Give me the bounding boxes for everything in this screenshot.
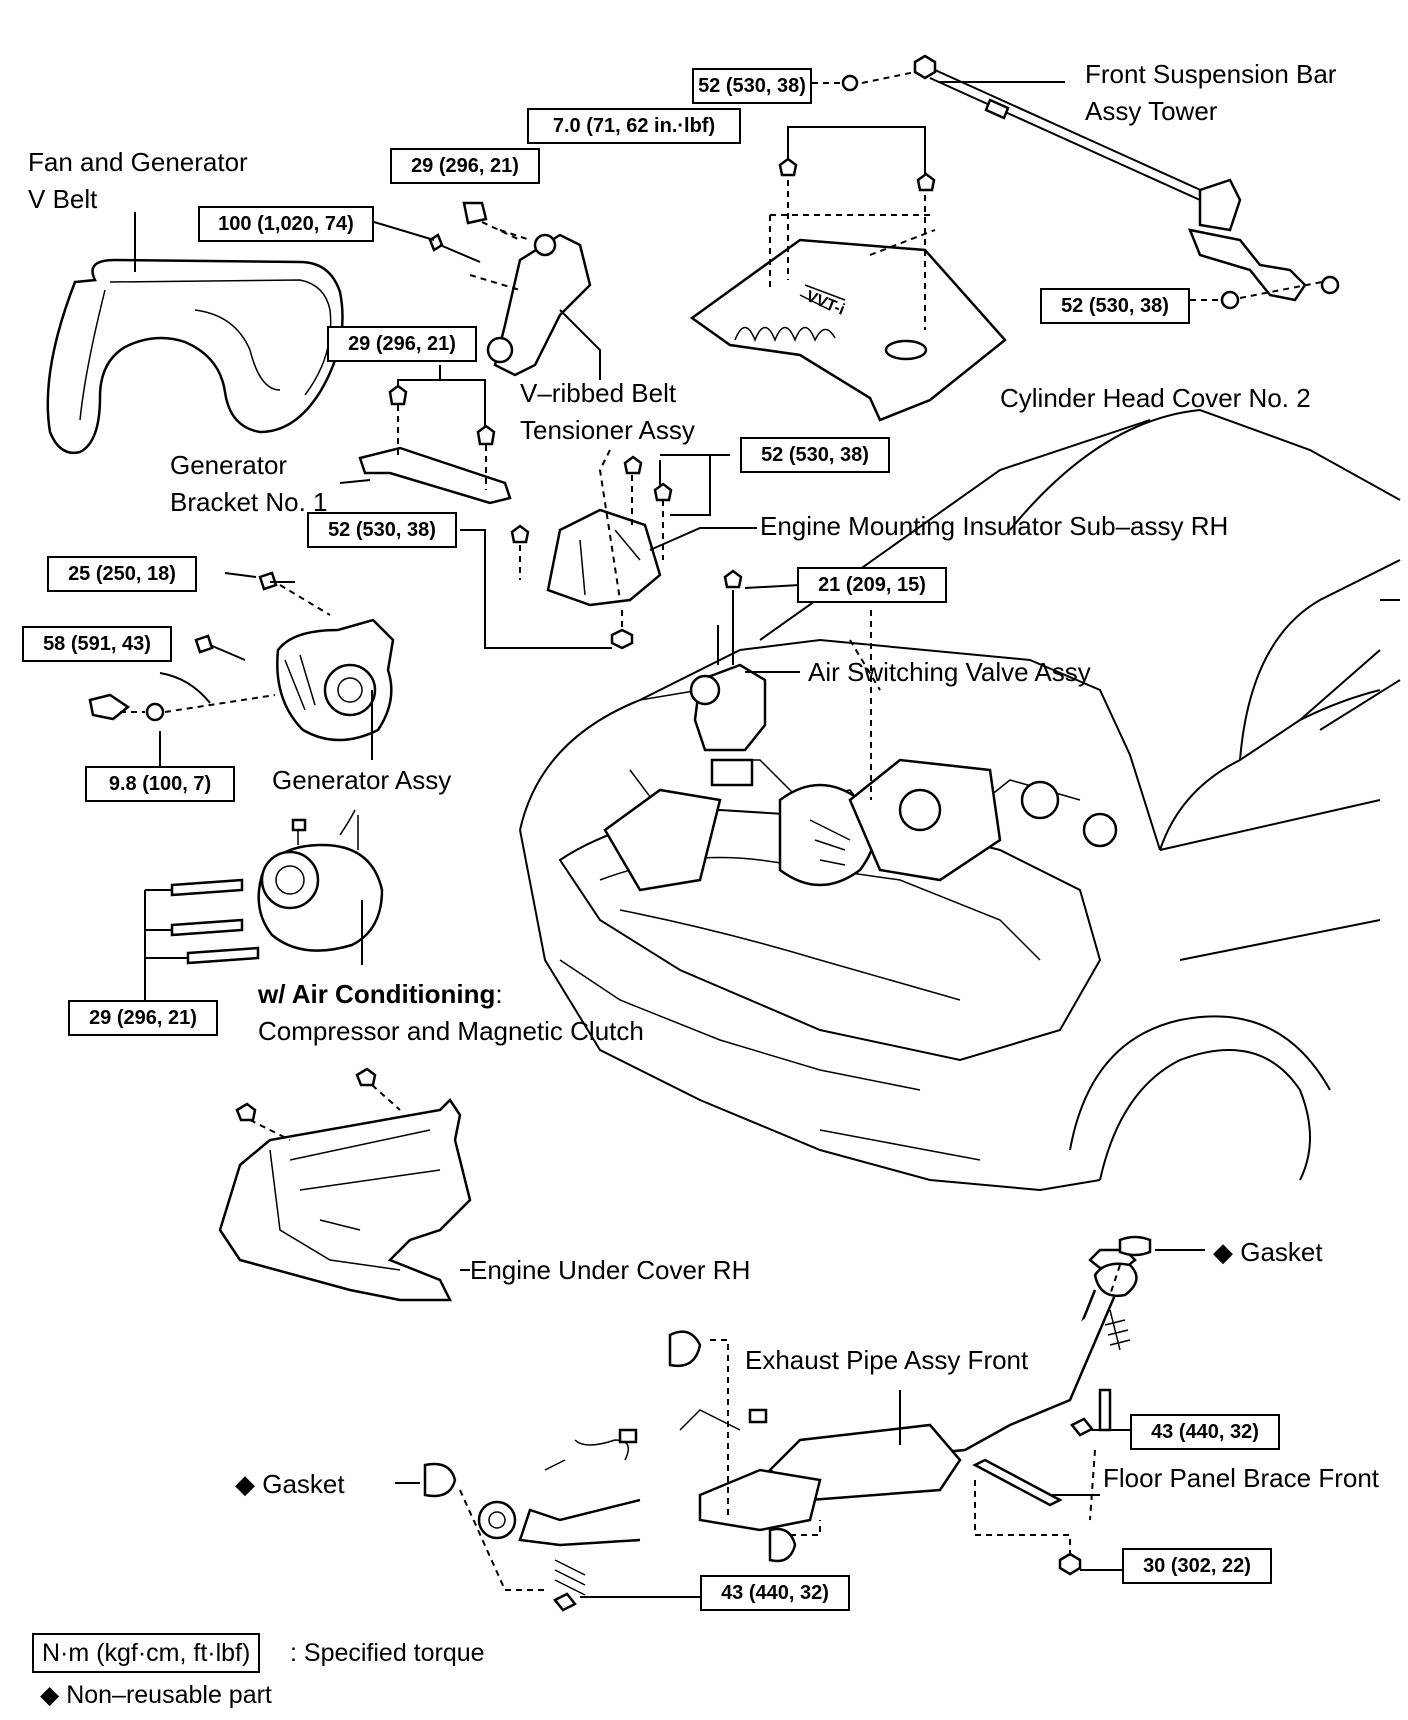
compressor-drawing [144,809,384,1005]
torque-box: 52 (530, 38) [740,437,890,473]
label-generator-bracket-2: Bracket No. 1 [170,487,328,517]
legend-non-reusable: ◆ Non–reusable part [40,1677,272,1713]
label-air-switching-valve: Air Switching Valve Assy [808,657,1091,687]
torque-box: 43 (440, 32) [700,1575,850,1611]
suspension-leader-lines [812,71,1323,301]
torque-box: 29 (296, 21) [68,1000,218,1036]
diamond-icon: ◆ [235,1469,255,1499]
car-body-drawing [519,408,1401,1192]
torque-box: 43 (440, 32) [1130,1414,1280,1450]
gasket-left-text: Gasket [262,1469,345,1499]
torque-box: 30 (302, 22) [1122,1548,1272,1584]
engine-under-cover-drawing [218,1067,472,1302]
tensioner-drawing [373,201,601,380]
label-front-suspension-bar-2: Assy Tower [1085,96,1218,126]
label-front-suspension-bar: Front Suspension Bar [1085,59,1337,89]
torque-box: 29 (296, 21) [390,148,540,184]
legend-torque-unit: N·m (kgf·cm, ft·lbf) [32,1633,261,1673]
engine-mount-drawing [460,449,757,650]
label-gasket-left: ◆ Gasket [235,1466,345,1502]
torque-box: 25 (250, 18) [47,556,197,592]
torque-box: 21 (209, 15) [797,567,947,603]
air-switching-valve-drawing [689,569,881,800]
cylinder-head-cover-drawing: VVT-i [689,238,1007,422]
label-compressor-clutch: Compressor and Magnetic Clutch [258,1016,644,1046]
ac-prefix-text: w/ Air Conditioning [258,979,496,1009]
label-v-ribbed-tensioner-2: Tensioner Assy [520,415,695,445]
diamond-icon: ◆ [1213,1237,1233,1267]
torque-box: 100 (1,020, 74) [198,206,374,242]
label-generator-assy: Generator Assy [272,765,452,795]
generator-drawing [88,571,395,770]
legend-non-reusable-text: Non–reusable part [66,1681,272,1709]
torque-box: 29 (296, 21) [327,326,477,362]
label-floor-panel-brace: Floor Panel Brace Front [1103,1463,1380,1493]
torque-box: 9.8 (100, 7) [85,766,235,802]
front-suspension-bar-drawing [841,54,1340,310]
diamond-icon: ◆ [40,1681,60,1709]
label-cylinder-head-cover: Cylinder Head Cover No. 2 [1000,383,1311,413]
v-belt-drawing [46,212,344,455]
label-v-ribbed-tensioner: V–ribbed Belt [520,378,677,408]
torque-box: 58 (591, 43) [22,626,172,662]
legend-torque-desc: : Specified torque [290,1639,485,1667]
label-exhaust-pipe-front: Exhaust Pipe Assy Front [745,1345,1029,1375]
torque-box: 52 (530, 38) [307,512,457,548]
torque-box: 7.0 (71, 62 in.·lbf) [527,108,741,144]
torque-box: 52 (530, 38) [692,68,812,104]
label-generator-bracket: Generator [170,450,288,480]
label-fan-generator-belt-2: V Belt [28,184,98,214]
label-engine-mounting-insulator: Engine Mounting Insulator Sub–assy RH [760,511,1229,541]
label-fan-generator-belt: Fan and Generator [28,147,248,177]
torque-box: 52 (530, 38) [1040,288,1190,324]
head-cover-bolts [769,126,936,330]
exhaust-pipe-drawing [395,1235,1205,1612]
gasket-top-text: Gasket [1240,1237,1323,1267]
label-air-conditioning: w/ Air Conditioning: [258,976,503,1012]
ac-colon-text: : [495,979,503,1009]
label-gasket-top: ◆ Gasket [1213,1234,1323,1270]
label-engine-under-cover: Engine Under Cover RH [470,1255,751,1285]
generator-bracket-drawing [339,365,512,505]
